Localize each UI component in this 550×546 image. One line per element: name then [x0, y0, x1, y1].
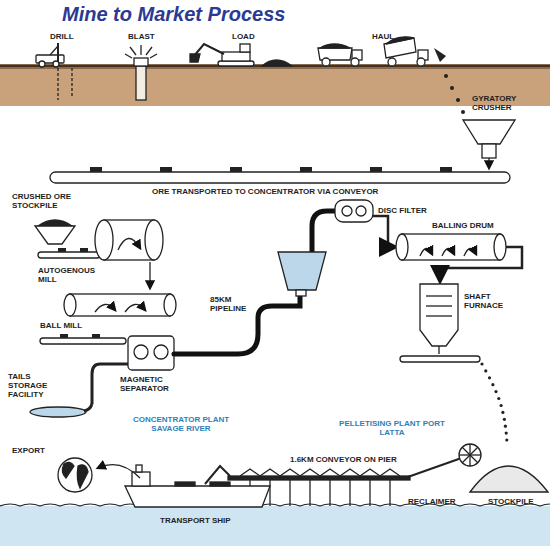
plant-panel: PELLETISING PLANT PORT LATTA [322, 214, 548, 444]
part-label: BALL MILL [40, 321, 82, 330]
thickener-tank [278, 252, 326, 296]
part-label: 85KM PIPELINE [210, 295, 246, 313]
sea [0, 504, 550, 546]
part-label: BALLING DRUM [432, 221, 494, 230]
haul-truck [318, 37, 428, 66]
transport-ship [125, 465, 270, 507]
part-label: GYRATORY CRUSHER [472, 94, 516, 112]
part-label: TAILS STORAGE FACILITY [8, 372, 47, 400]
panel-label: PELLETISING PLANT PORT LATTA [336, 419, 448, 438]
part-label: CRUSHED ORE STOCKPILE [12, 192, 74, 210]
reclaimer [405, 444, 481, 478]
panel-label: CONCENTRATOR PLANT SAVAGE RIVER [125, 415, 237, 434]
excavator [190, 44, 292, 66]
part-label: BLAST [128, 32, 155, 41]
part-label: MAGNETIC SEPARATOR [120, 375, 169, 393]
part-label: DRILL [50, 32, 74, 41]
part-label: SHAFT FURNACE [464, 292, 503, 310]
plant-panel: CONCENTRATOR PLANT SAVAGE RIVER [8, 222, 263, 440]
mine-ground [0, 64, 550, 106]
magnetic-separator [30, 336, 174, 417]
panel-shape [8, 222, 263, 440]
balling-drum [396, 234, 522, 280]
part-label: LOAD [232, 32, 255, 41]
diagram-title: Mine to Market Process [62, 3, 285, 26]
part-label: TRANSPORT SHIP [160, 516, 231, 525]
autogenous-mill [95, 220, 163, 288]
part-label: HAUL [372, 32, 394, 41]
part-label: RECLAIMER [408, 497, 456, 506]
falling-ore [434, 48, 465, 114]
part-label: DISC FILTER [378, 206, 427, 215]
part-label: 1.6KM CONVEYOR ON PIER [290, 455, 397, 464]
ore-hopper [35, 220, 100, 258]
pellet-stream [480, 362, 508, 441]
part-label: EXPORT [12, 446, 45, 455]
pellet-stockpile [470, 466, 548, 492]
panel-shape [322, 214, 548, 444]
ore-conveyor [50, 167, 510, 183]
part-label: AUTOGENOUS MILL [38, 266, 95, 284]
slurry-pipeline [174, 211, 335, 354]
drill-rig [36, 43, 72, 100]
blast-hole [125, 45, 157, 100]
part-label: STOCKPILE [488, 497, 534, 506]
part-label: ORE TRANSPORTED TO CONCENTRATOR VIA CONV… [152, 187, 378, 196]
gyratory-crusher [463, 120, 515, 168]
export-globe [58, 458, 140, 492]
